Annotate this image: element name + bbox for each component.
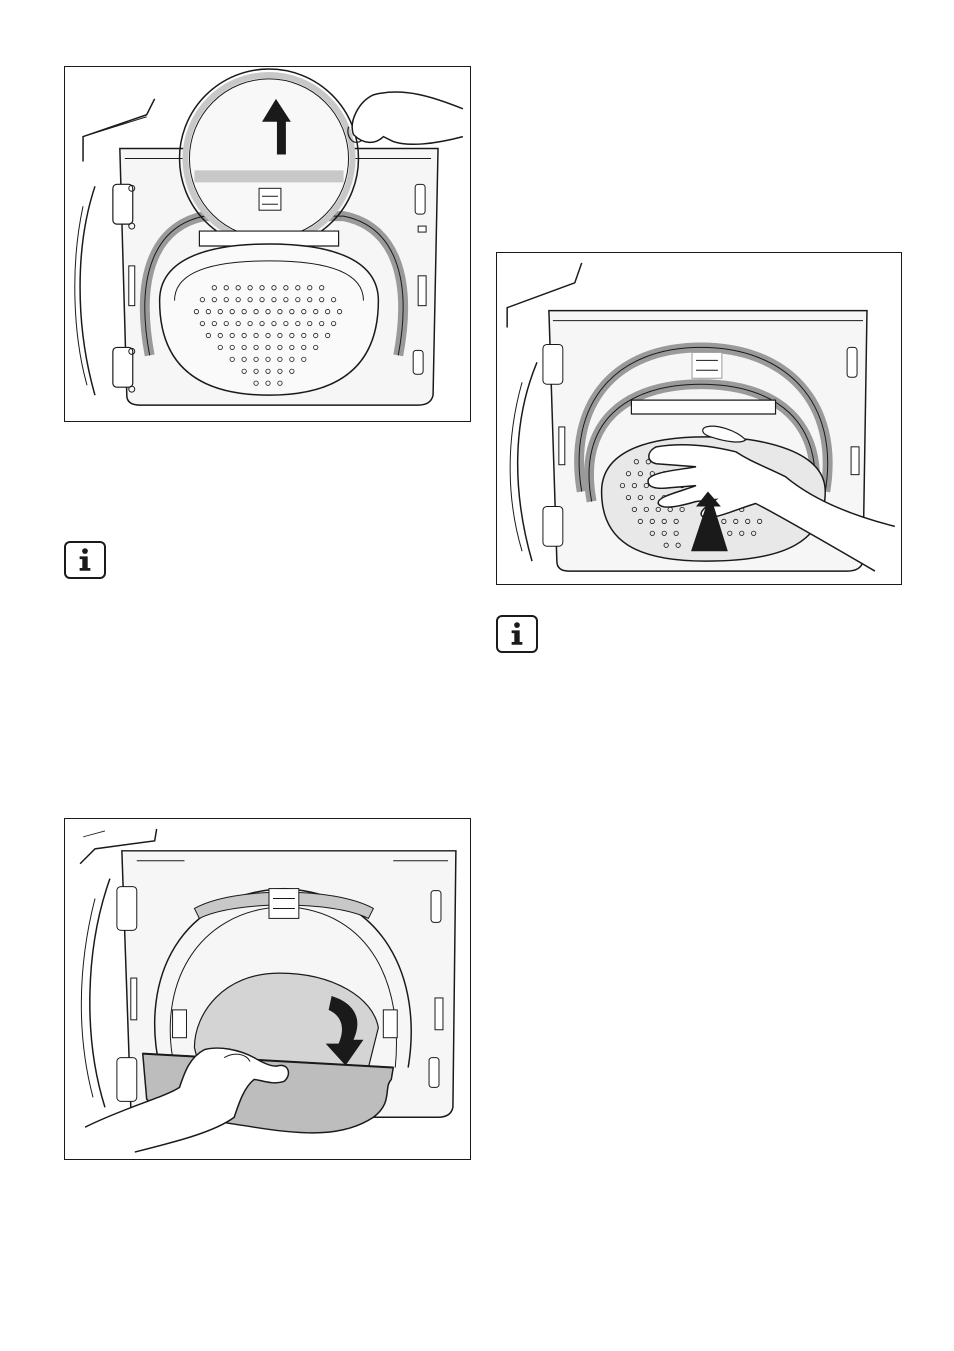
- info-icon: [66, 543, 104, 577]
- figure-filter-insert: [496, 252, 902, 585]
- filter-lift-illustration: [65, 67, 470, 421]
- info-note-icon: [64, 541, 106, 579]
- filter-unfold-illustration: [65, 819, 470, 1159]
- figure-filter-unfold: [64, 818, 471, 1160]
- info-icon: [498, 617, 536, 651]
- filter-insert-illustration: [497, 253, 901, 584]
- info-note-icon: [496, 615, 538, 653]
- figure-filter-lift: [64, 66, 471, 422]
